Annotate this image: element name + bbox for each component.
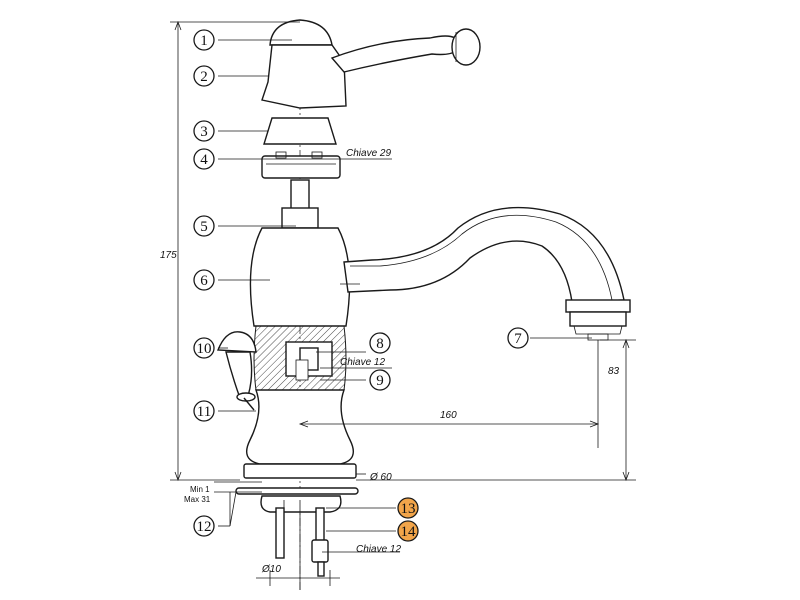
callout-circle (193, 65, 215, 87)
callout-3: 3 (193, 120, 215, 142)
callout-number: 5 (200, 219, 208, 235)
dimension-175-label: 175 (160, 250, 177, 261)
callout-number: 8 (376, 336, 384, 352)
callout-circle (193, 215, 215, 237)
callout-9: 9 (369, 369, 391, 391)
callout-number: 3 (200, 124, 208, 140)
part-5-cartridge-stem (281, 179, 319, 229)
callout-6: 6 (193, 269, 215, 291)
callout-number: 14 (401, 524, 417, 540)
callout-number: 6 (200, 273, 208, 289)
callout-number: 4 (200, 152, 208, 168)
part-1-cap (269, 19, 333, 46)
diameter-60-label: Ø 60 (369, 472, 392, 483)
spout (343, 206, 631, 341)
diameter-10-label: Ø10 (261, 564, 281, 575)
callout-circle (193, 269, 215, 291)
callout-4: 4 (193, 148, 215, 170)
callout-circle (507, 327, 529, 349)
callout-circle (193, 337, 215, 359)
callout-number: 2 (200, 69, 208, 85)
body-cutaway-section (253, 325, 347, 391)
callout-circle (397, 497, 419, 519)
callout-circle (369, 369, 391, 391)
chiave-12-upper-label: Chiave 12 (340, 357, 385, 368)
callout-number: 13 (401, 501, 416, 517)
callout-5: 5 (193, 215, 215, 237)
callout-12: 12 (193, 515, 215, 537)
chiave-12-lower-label: Chiave 12 (356, 544, 401, 555)
callout-circle (193, 29, 215, 51)
callout-circle (193, 400, 215, 422)
part-10-popup-knob (216, 331, 257, 411)
callout-circle (397, 520, 419, 542)
callout-number: 11 (197, 404, 211, 420)
callout-number: 12 (197, 519, 212, 535)
part-6-faucet-body (249, 227, 351, 327)
callout-10: 10 (193, 337, 215, 359)
callout-number: 10 (197, 341, 212, 357)
callout-circle (369, 332, 391, 354)
callout-number: 7 (514, 331, 522, 347)
part-3-cover-ring (263, 117, 337, 145)
leader-lines (218, 39, 592, 553)
callout-circle (193, 120, 215, 142)
callout-number: 1 (200, 33, 208, 49)
chiave-29-label: Chiave 29 (346, 148, 391, 159)
callout-number: 9 (376, 373, 384, 389)
callout-1: 1 (193, 29, 215, 51)
callout-circle (193, 148, 215, 170)
callout-2: 2 (193, 65, 215, 87)
dimension-83-label: 83 (608, 366, 620, 377)
dimension-lines (170, 20, 636, 586)
part-13-14-mounting-hardware (275, 500, 329, 590)
callout-8: 8 (369, 332, 391, 354)
part-11-lower-body (243, 389, 357, 479)
part-2-lever-handle (261, 28, 481, 109)
callout-7: 7 (507, 327, 529, 349)
callout-11: 11 (193, 400, 215, 422)
callout-13: 13 (397, 497, 419, 519)
callout-14: 14 (397, 520, 419, 542)
callout-circle (193, 515, 215, 537)
max-label: Max 31 (184, 495, 211, 504)
part-4-cartridge-nut (261, 151, 341, 179)
dimension-160-label: 160 (440, 410, 457, 421)
min-label: Min 1 (190, 485, 210, 494)
